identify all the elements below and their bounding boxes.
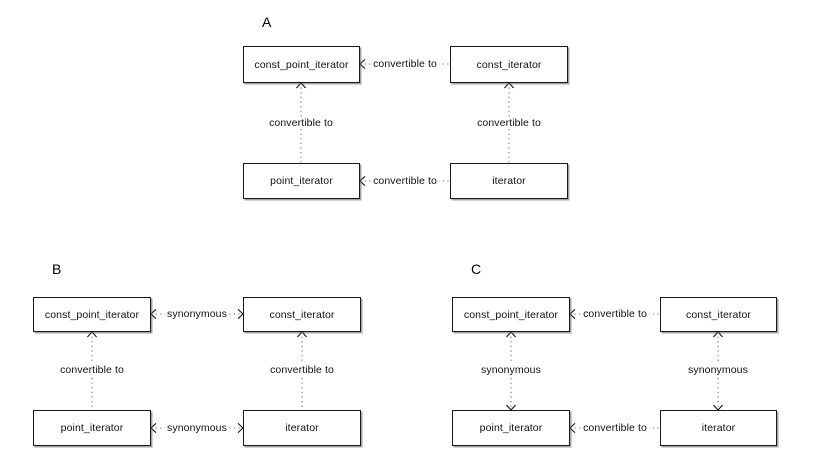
edge-label-b-top-horizontal: synonymous: [165, 308, 229, 320]
node-label-a-iterator: iterator: [492, 175, 526, 187]
arrowhead-start-c-bottom-horizontal: [569, 422, 576, 434]
edge-label-a-left-vertical: convertible to: [267, 117, 335, 129]
arrowhead-start-b-left-vertical: [86, 331, 98, 338]
node-c-iterator[interactable]: iterator: [660, 410, 777, 446]
arrowhead-start-a-top-horizontal: [359, 58, 366, 70]
arrowhead-start-b-top-horizontal: [150, 308, 157, 320]
node-b-const-iterator[interactable]: const_iterator: [243, 297, 361, 332]
node-c-const-point-iterator[interactable]: const_point_iterator: [452, 297, 570, 332]
node-c-point-iterator[interactable]: point_iterator: [452, 410, 570, 446]
node-a-iterator[interactable]: iterator: [450, 163, 568, 199]
edge-label-a-top-horizontal: convertible to: [371, 58, 439, 70]
connector-a-right-vertical: [503, 82, 515, 163]
arrowhead-start-c-top-horizontal: [569, 308, 576, 320]
panel-label-b: B: [52, 261, 62, 277]
edge-label-c-bottom-horizontal: convertible to: [581, 422, 649, 434]
arrowhead-start-b-bottom-horizontal: [150, 422, 157, 434]
connector-b-right-vertical: [296, 331, 308, 410]
node-b-point-iterator[interactable]: point_iterator: [33, 410, 151, 446]
node-a-point-iterator[interactable]: point_iterator: [243, 163, 360, 199]
arrowhead-start-b-right-vertical: [296, 331, 308, 338]
edge-label-b-bottom-horizontal: synonymous: [165, 422, 229, 434]
node-label-a-const-iterator: const_iterator: [476, 58, 542, 71]
edge-label-a-right-vertical: convertible to: [475, 117, 543, 129]
arrowhead-start-a-right-vertical: [503, 82, 515, 89]
node-a-const-iterator[interactable]: const_iterator: [450, 46, 568, 83]
arrowhead-start-a-bottom-horizontal: [359, 175, 366, 187]
node-label-a-const-point-iterator: const_point_iterator: [254, 58, 349, 71]
connector-a-left-vertical: [295, 82, 307, 163]
node-label-b-iterator: iterator: [285, 422, 319, 434]
node-c-const-iterator[interactable]: const_iterator: [660, 297, 777, 332]
node-label-b-const-point-iterator: const_point_iterator: [44, 308, 140, 321]
edge-label-b-right-vertical: convertible to: [268, 364, 336, 376]
node-a-const-point-iterator[interactable]: const_point_iterator: [243, 46, 360, 83]
node-label-c-const-iterator: const_iterator: [685, 308, 751, 321]
node-label-b-point-iterator: point_iterator: [60, 422, 124, 434]
node-label-c-iterator: iterator: [701, 422, 736, 434]
arrowhead-start-c-right-vertical: [712, 331, 724, 338]
connector-b-left-vertical: [86, 331, 98, 410]
node-label-c-const-point-iterator: const_point_iterator: [463, 308, 559, 321]
node-label-c-point-iterator: point_iterator: [479, 422, 543, 434]
panel-label-c: C: [471, 261, 482, 277]
node-b-const-point-iterator[interactable]: const_point_iterator: [33, 297, 151, 332]
edge-label-c-right-vertical: synonymous: [686, 364, 750, 376]
edge-label-a-bottom-horizontal: convertible to: [371, 175, 439, 187]
node-label-a-point-iterator: point_iterator: [270, 175, 333, 187]
edge-label-c-left-vertical: synonymous: [479, 364, 543, 376]
panel-label-a: A: [262, 14, 272, 30]
edge-label-b-left-vertical: convertible to: [58, 364, 126, 376]
arrowhead-start-c-left-vertical: [505, 331, 517, 338]
arrowhead-start-a-left-vertical: [295, 82, 307, 89]
node-label-b-const-iterator: const_iterator: [269, 308, 335, 321]
edge-label-c-top-horizontal: convertible to: [581, 308, 649, 320]
node-b-iterator[interactable]: iterator: [243, 410, 361, 446]
